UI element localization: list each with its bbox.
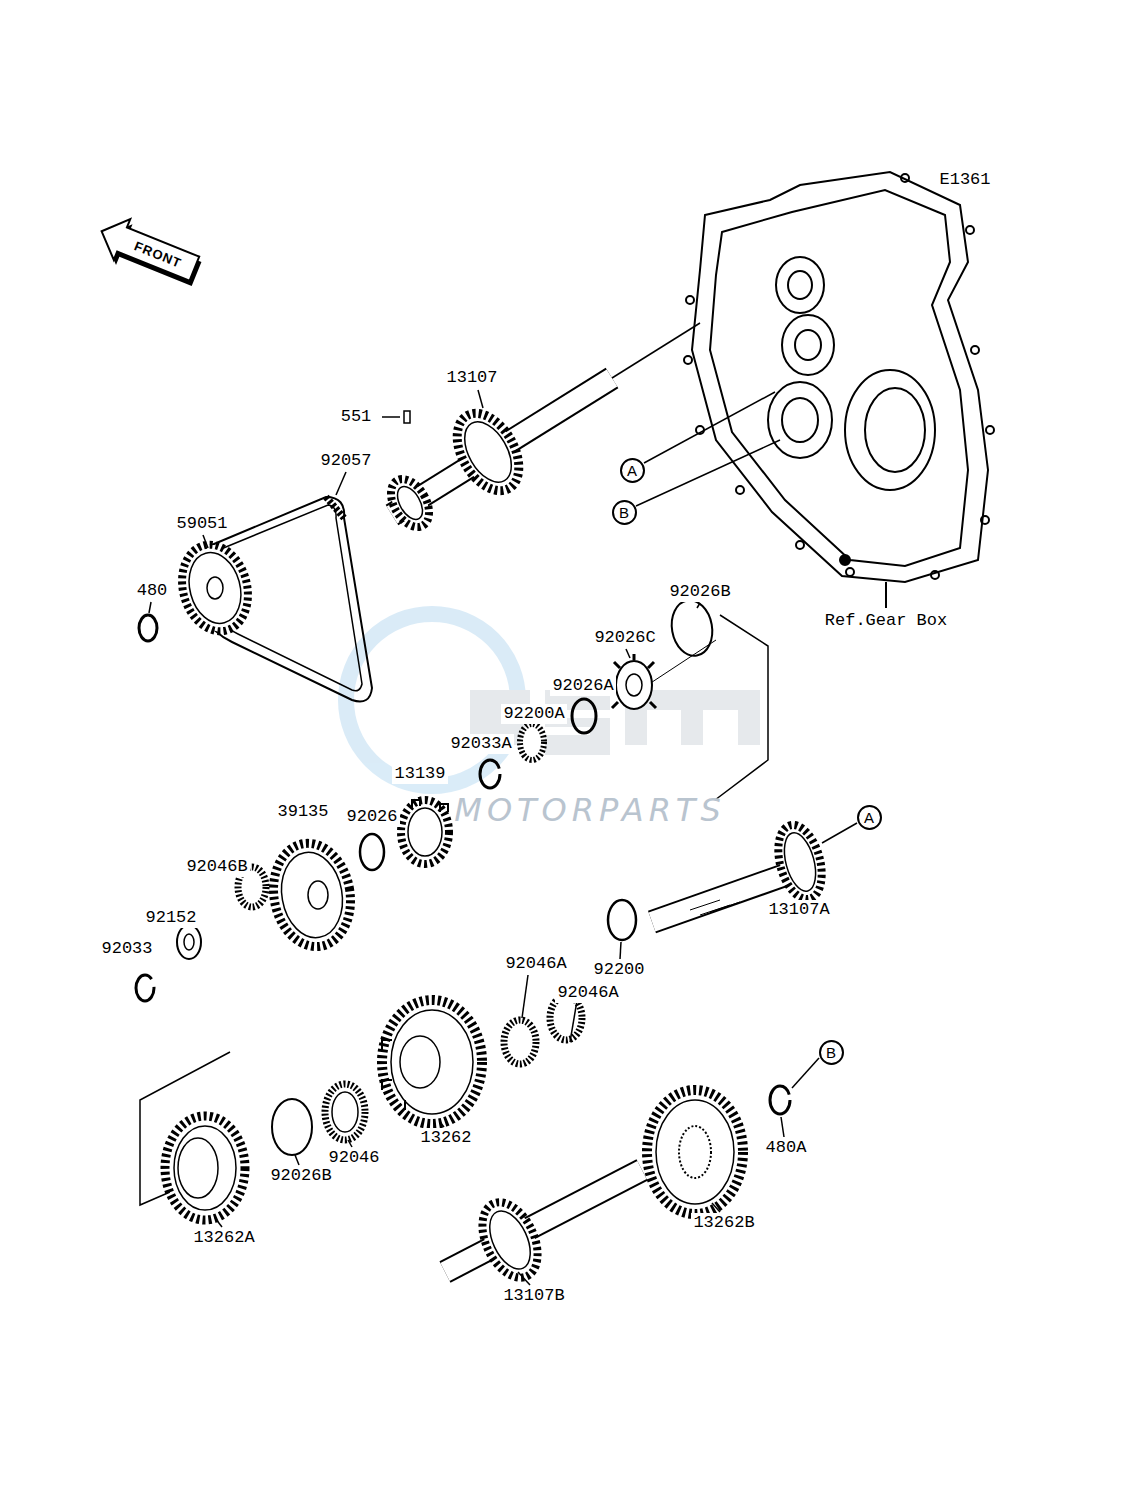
part-number: 92057 (318, 451, 373, 471)
part-number: 92152 (143, 908, 198, 928)
part-number: 59051 (174, 514, 229, 534)
diagram-label: E1361 (937, 170, 992, 190)
reference-leaders (636, 392, 857, 1088)
direction-arrow: FRONT (93, 211, 202, 289)
part-number: 13262 (418, 1128, 473, 1148)
reference-letter: A (864, 810, 874, 825)
part-number: 92033 (99, 939, 154, 959)
part-number: 92046 (326, 1148, 381, 1168)
diagram-label: Ref.Gear Box (823, 611, 949, 631)
part-number: 92033A (448, 734, 513, 754)
part-number: 13262B (691, 1213, 756, 1233)
part-number: 92046A (503, 954, 568, 974)
part-number: 92200 (591, 960, 646, 980)
part-number: 13107A (766, 900, 831, 920)
reference-circle: B (819, 1040, 844, 1065)
part-number: 13262A (191, 1228, 256, 1248)
part-number: 13107B (501, 1286, 566, 1306)
lower-gear-group (140, 1000, 790, 1286)
clutch-group (136, 597, 768, 1001)
part-number: 39135 (275, 802, 330, 822)
part-number: 92026B (268, 1166, 333, 1186)
reference-letter: B (826, 1045, 836, 1060)
gear-box-housing (684, 172, 994, 608)
output-shaft-assembly (504, 820, 829, 1064)
part-number: 551 (339, 407, 374, 427)
part-number: 92026B (667, 582, 732, 602)
part-number: 92046A (555, 983, 620, 1003)
part-number: 92026C (592, 628, 657, 648)
part-number: 92026 (344, 807, 399, 827)
part-number: 13139 (392, 764, 447, 784)
watermark: MOTORPARTS (454, 791, 725, 829)
part-number: 13107 (444, 368, 499, 388)
reference-circle: A (857, 805, 882, 830)
reference-letter: B (619, 505, 629, 520)
reference-circle: A (620, 458, 645, 483)
part-number: 480 (135, 581, 170, 601)
part-number: 92026A (550, 676, 615, 696)
part-number: 92200A (501, 704, 566, 724)
watermark-logo (346, 614, 760, 786)
reference-circle: B (612, 500, 637, 525)
reference-letter: A (627, 463, 637, 478)
part-number: 92046B (184, 857, 249, 877)
drive-shaft-assembly (139, 323, 700, 702)
part-number: 480A (764, 1138, 809, 1158)
